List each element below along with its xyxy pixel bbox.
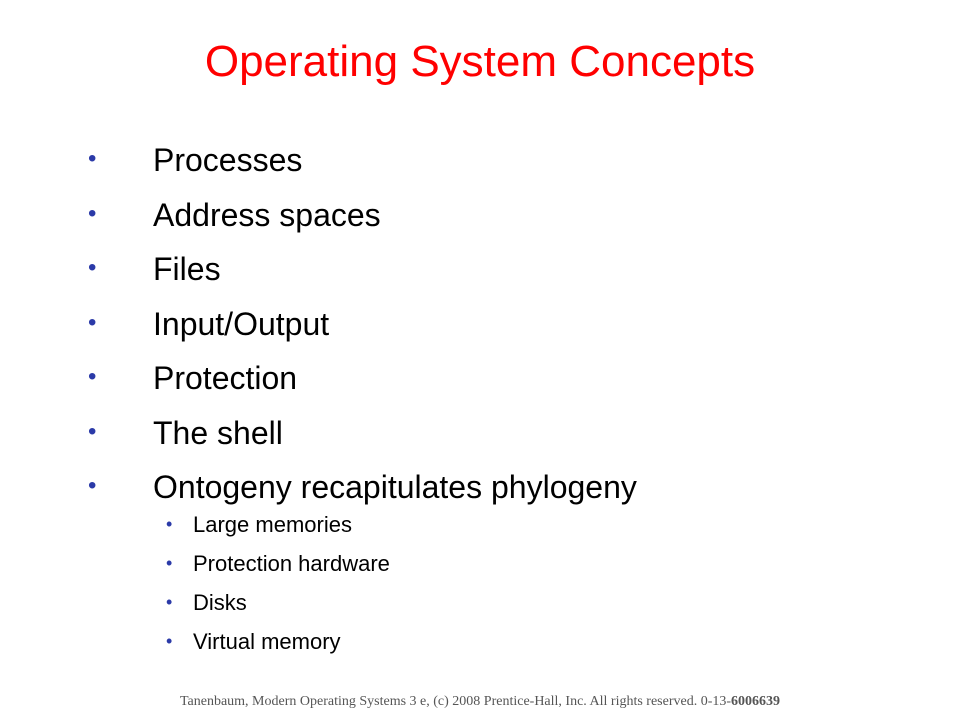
bullet-icon: •: [88, 145, 97, 172]
copyright-footer: Tanenbaum, Modern Operating Systems 3 e,…: [0, 693, 960, 711]
list-item-label: Ontogeny recapitulates phylogeny: [153, 469, 637, 505]
bullet-icon: •: [166, 631, 173, 651]
list-item-label: Input/Output: [153, 305, 330, 342]
bullet-icon: •: [166, 592, 173, 612]
bullet-icon: •: [166, 553, 173, 573]
list-item-label: Processes: [153, 142, 303, 178]
list-item-label: Files: [153, 251, 221, 287]
sub-list-item-label: Large memories: [193, 512, 352, 537]
bullet-icon: •: [88, 472, 97, 499]
sub-list-item-label: Virtual memory: [193, 629, 341, 654]
footer-text: Tanenbaum, Modern Operating Systems 3 e,…: [179, 694, 732, 709]
bullet-icon: •: [166, 514, 173, 534]
footer-isbn-suffix: 6006639: [731, 694, 781, 709]
list-item-label: The shell: [153, 414, 283, 451]
bullet-icon: •: [88, 199, 97, 227]
sub-list-item-label: Disks: [193, 590, 247, 615]
bullet-icon: •: [88, 363, 97, 390]
list-item-label: Address spaces: [153, 196, 381, 233]
slide-title: Operating System Concepts: [204, 37, 756, 86]
bullet-icon: •: [88, 417, 97, 445]
bullet-icon: •: [88, 254, 97, 281]
sub-list-item-label: Protection hardware: [193, 551, 390, 576]
list-item-label: Protection: [153, 360, 298, 396]
bullet-icon: •: [88, 308, 97, 336]
